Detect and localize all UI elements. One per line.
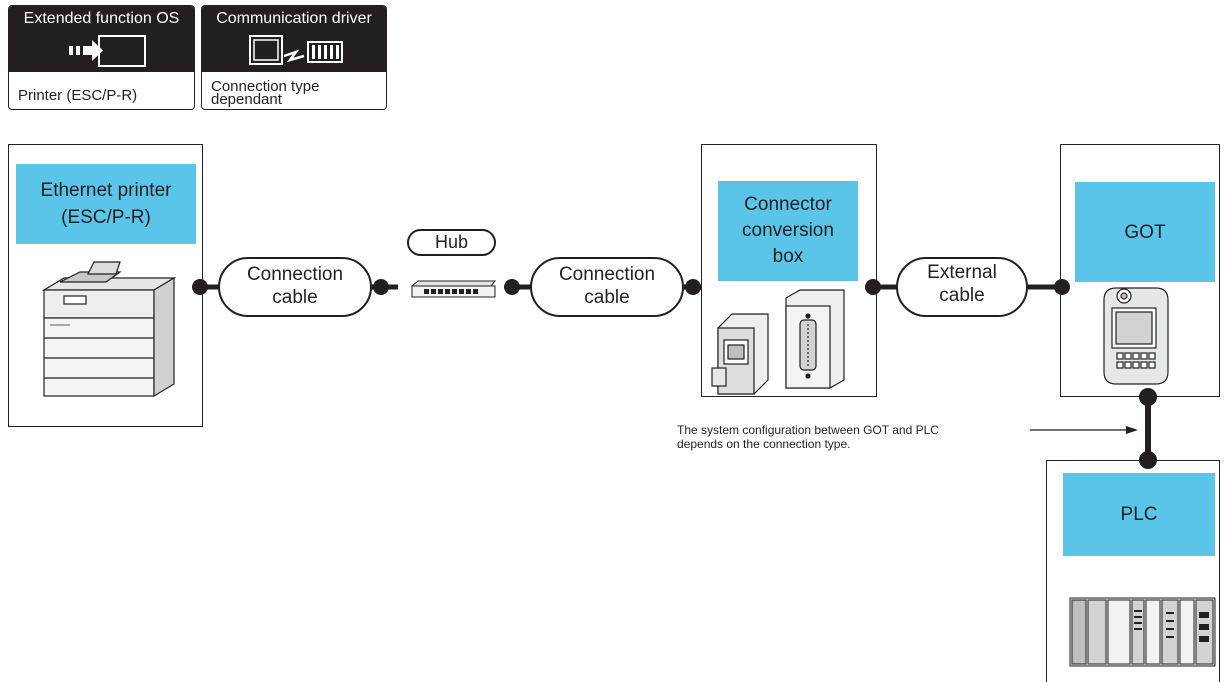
hub-pill	[407, 229, 496, 256]
node-dot	[192, 279, 208, 295]
cable2-label: Connection cable	[531, 263, 683, 309]
plc-label: PLC	[1063, 473, 1215, 556]
install-arrow-icon	[69, 35, 146, 67]
communication-driver-box: Communication driver Connection type dep…	[201, 5, 387, 110]
printer-label-line1: Ethernet printer	[40, 180, 172, 201]
cable1-line1: Connection	[246, 264, 344, 285]
os-box-header	[9, 6, 194, 72]
cable2-pill	[530, 257, 684, 317]
extended-function-os-box: Extended function OS Printer (ESC/P-R)	[8, 5, 195, 110]
cable2-line1: Connection	[558, 264, 656, 285]
cable1-pill	[218, 257, 372, 317]
got-label: GOT	[1075, 182, 1215, 282]
hub-label: Hub	[434, 232, 469, 252]
node-dot	[1054, 279, 1070, 295]
node-dot	[1139, 451, 1157, 469]
cable3-pill	[896, 257, 1028, 317]
node-dot	[1139, 388, 1157, 406]
converter-label-line1: Connector	[744, 194, 832, 215]
plc-rack-icon	[1069, 597, 1216, 667]
printer-label-line2: (ESC/P-R)	[61, 207, 151, 228]
os-box-subtitle: Printer (ESC/P-R)	[18, 87, 138, 104]
driver-box-title: Communication driver	[216, 10, 372, 27]
communication-icon	[249, 35, 343, 65]
driver-box-header	[202, 6, 386, 72]
converter-label-line3: box	[772, 246, 804, 267]
node-dot	[373, 279, 389, 295]
cable3-label: External cable	[897, 261, 1027, 307]
printer-label: Ethernet printer (ESC/P-R)	[16, 164, 196, 244]
cable1-line2: cable	[272, 287, 318, 308]
hub-icon	[410, 280, 497, 298]
node-dot	[685, 279, 701, 295]
driver-box-subtitle-line2: dependant	[211, 91, 282, 108]
printer-icon	[41, 261, 177, 398]
node-dot	[865, 279, 881, 295]
os-box-title: Extended function OS	[23, 10, 180, 27]
connector-box-icon	[711, 289, 845, 395]
cable1-label: Connection cable	[219, 263, 371, 309]
node-dot	[504, 279, 520, 295]
configuration-note: The system configuration between GOT and…	[677, 423, 939, 451]
converter-label-line2: conversion	[742, 220, 834, 241]
note-line2: depends on the connection type.	[677, 437, 851, 451]
cable2-line2: cable	[584, 287, 630, 308]
note-arrow-head	[1126, 426, 1138, 434]
cable3-line2: cable	[939, 285, 985, 306]
got-terminal-icon	[1103, 287, 1169, 385]
cable3-line1: External	[927, 262, 997, 283]
converter-label: Connector conversion box	[718, 181, 858, 281]
note-line1: The system configuration between GOT and…	[677, 423, 939, 437]
driver-box-subtitle-line1: Connection type	[211, 78, 320, 95]
